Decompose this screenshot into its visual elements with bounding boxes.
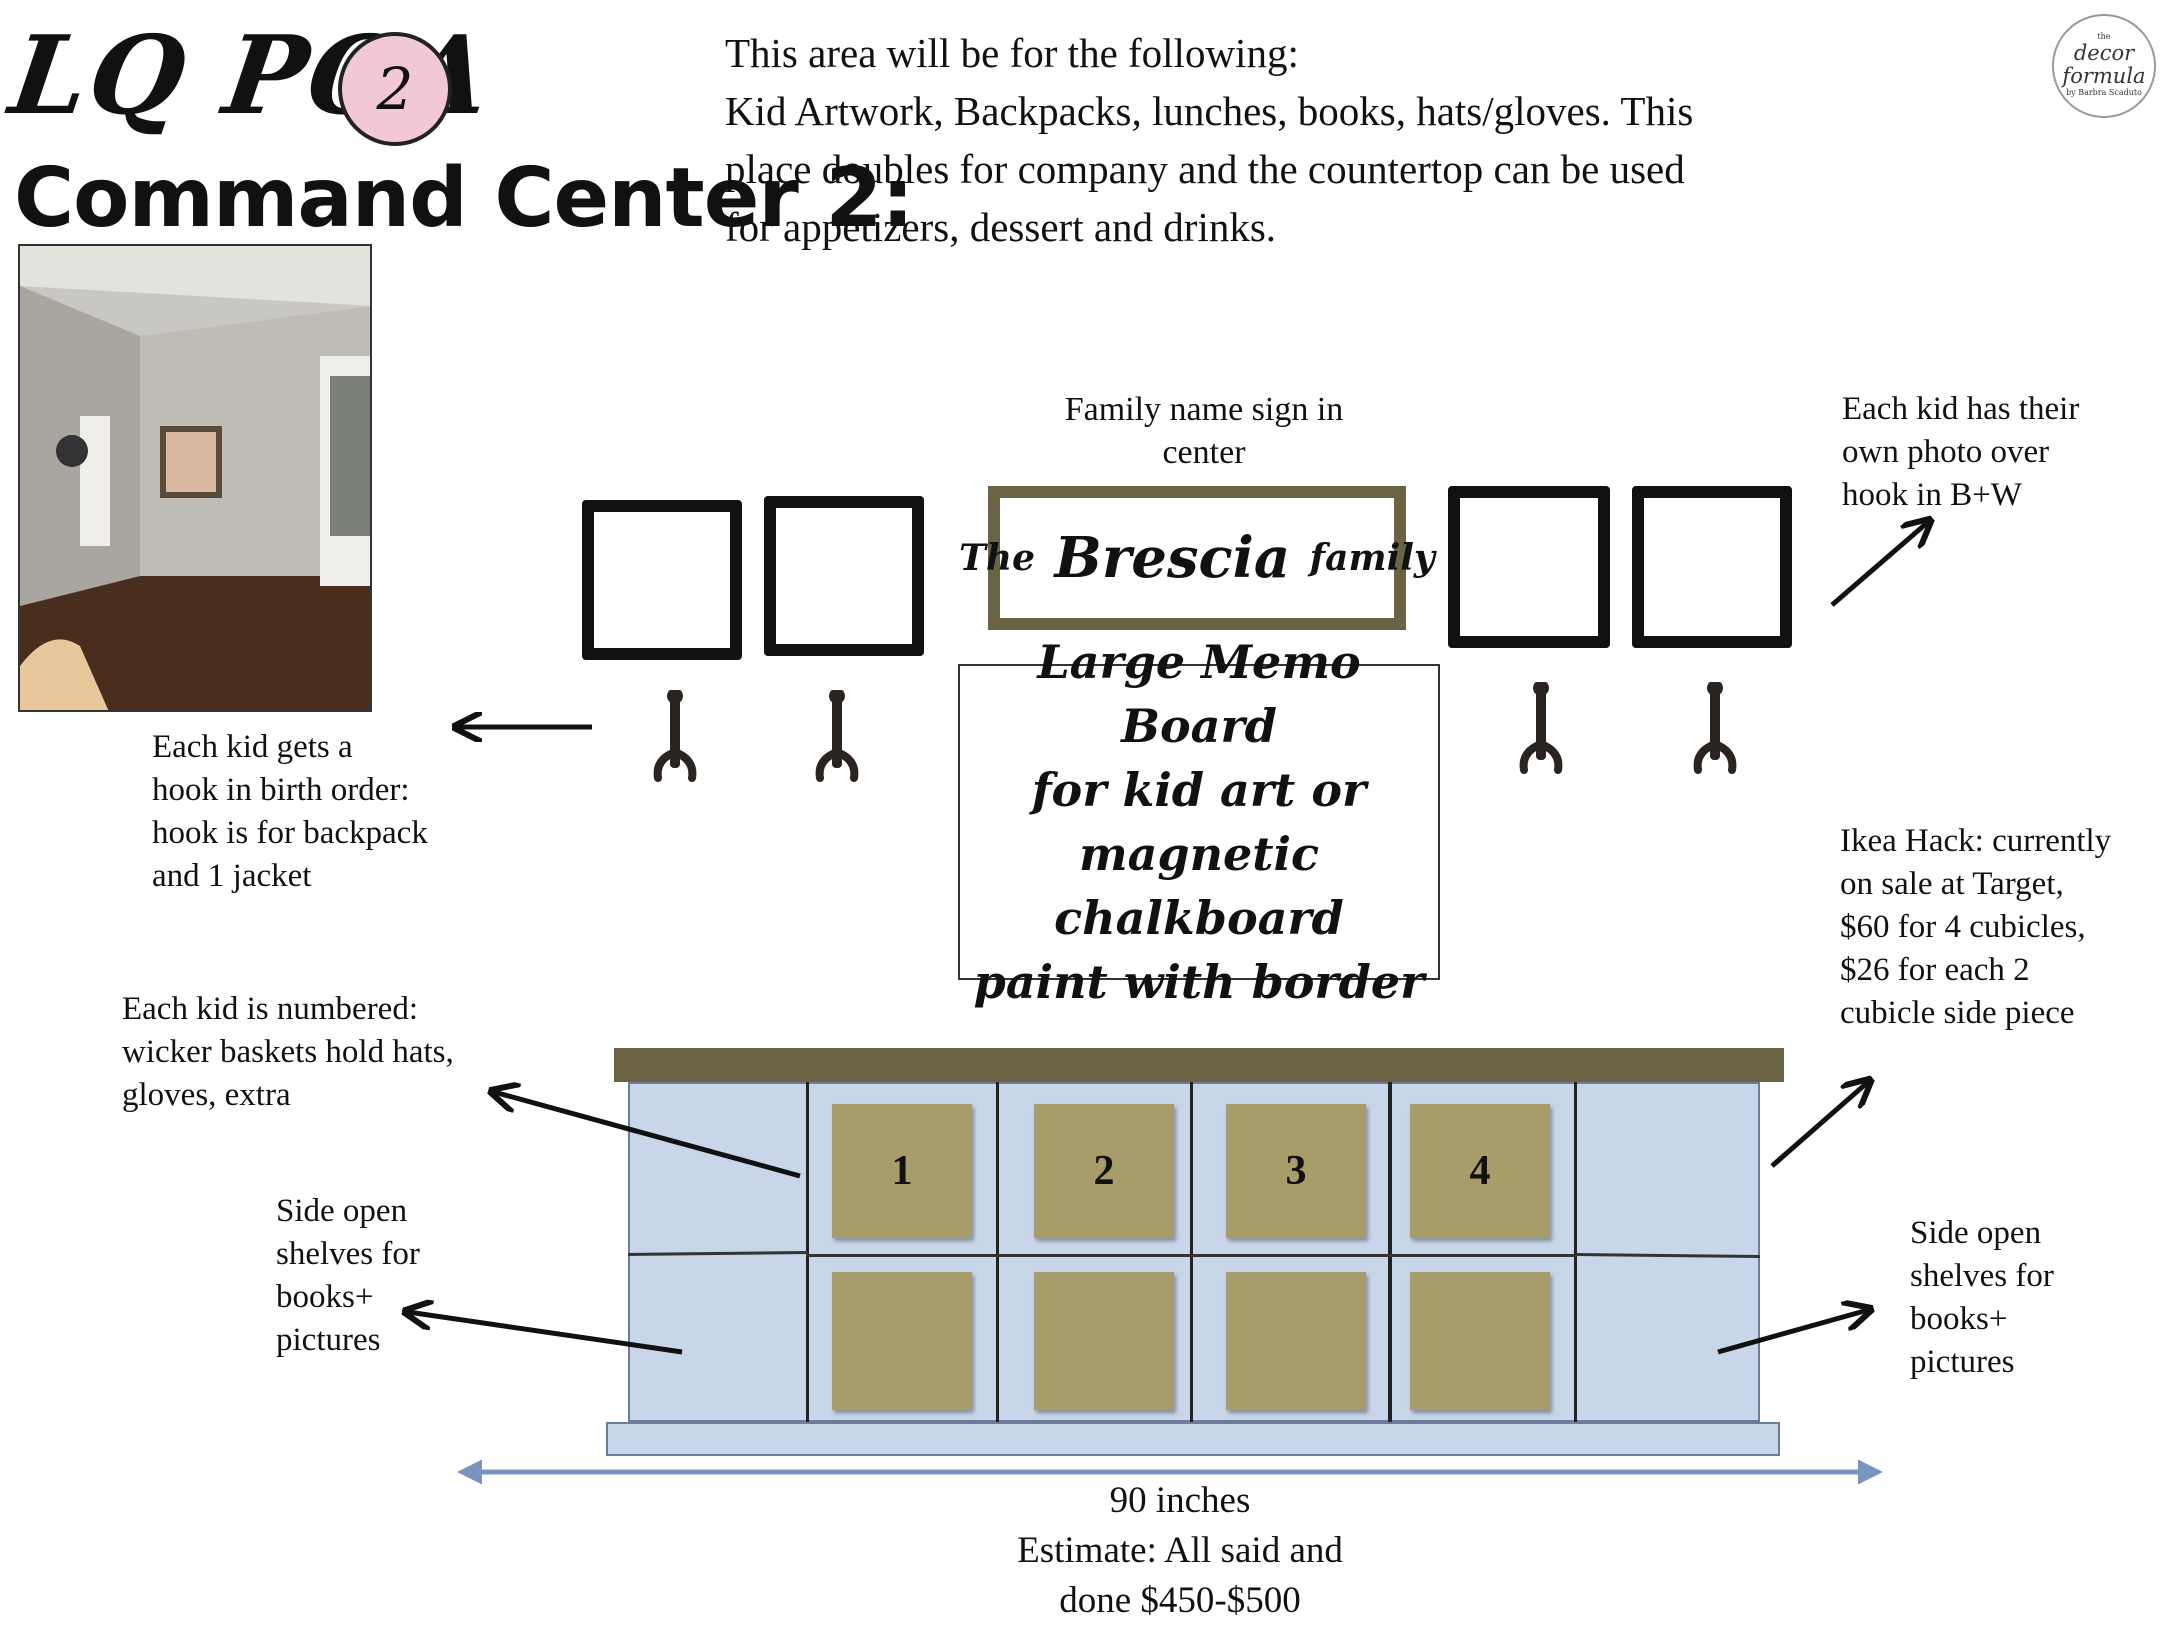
ikea-note: Ikea Hack: currently on sale at Target, … xyxy=(1840,820,2111,1035)
note-line: pictures xyxy=(1910,1344,2015,1380)
intro-line: This area will be for the following: xyxy=(725,30,1299,76)
intro-line: place doubles for company and the counte… xyxy=(725,146,1685,192)
memo-line: for kid art or xyxy=(1031,763,1367,817)
page-number-badge: 2 xyxy=(338,32,452,146)
arrow-to-left-shelf-note xyxy=(408,1312,683,1355)
wicker-basket xyxy=(1410,1272,1550,1410)
arrow-to-ikea-note xyxy=(1770,1082,1868,1168)
arrow-to-basket-note xyxy=(494,1092,801,1179)
note-line: own photo over xyxy=(1842,434,2050,470)
note-line: wicker baskets hold hats, xyxy=(122,1034,454,1070)
note-line: Ikea Hack: currently xyxy=(1840,823,2112,859)
cabinet-divider xyxy=(1190,1082,1193,1422)
wicker-basket-1: 1 xyxy=(832,1104,972,1238)
sign-caption-line: Family name sign in xyxy=(1064,391,1344,428)
room-photo-illustration xyxy=(20,246,370,710)
kid-photo-frame-4 xyxy=(1632,486,1792,648)
wicker-basket xyxy=(832,1272,972,1410)
note-line: hook is for backpack xyxy=(152,815,428,851)
note-line: Side open xyxy=(276,1193,408,1229)
sign-caption: Family name sign in center xyxy=(1004,388,1404,474)
wicker-basket-3: 3 xyxy=(1226,1104,1366,1238)
note-line: Each kid gets a xyxy=(152,729,353,765)
cabinet-divider xyxy=(1388,1082,1392,1422)
dimension-and-estimate: 90 inches Estimate: All said and done $4… xyxy=(800,1476,1560,1626)
wicker-basket-2: 2 xyxy=(1034,1104,1174,1238)
logo-decor: decor xyxy=(2073,41,2135,65)
hook-icon xyxy=(1519,682,1563,774)
cabinet-divider xyxy=(1574,1082,1577,1422)
family-name-sign: The Brescia family xyxy=(959,486,1435,630)
note-line: hook in B+W xyxy=(1842,477,2022,513)
note-line: shelves for xyxy=(1910,1258,2054,1294)
note-line: $60 for 4 cubicles, xyxy=(1840,909,2086,945)
photo-note: Each kid has their own photo over hook i… xyxy=(1842,388,2079,517)
kid-photo-frame-2 xyxy=(764,496,924,656)
note-line: Side open xyxy=(1910,1215,2042,1251)
sign-the: The xyxy=(959,537,1036,579)
hook-icon xyxy=(653,690,697,782)
logo-byline: by Barbra Scaduto xyxy=(2066,88,2142,97)
logo-formula: formula xyxy=(2062,64,2146,88)
arrow-to-photo-note xyxy=(1830,522,1928,607)
room-photo xyxy=(18,244,372,712)
hook-icon xyxy=(815,690,859,782)
arrow-to-right-shelf-note xyxy=(1717,1310,1868,1355)
countertop xyxy=(614,1048,1784,1082)
kid-photo-frame-1 xyxy=(582,500,742,660)
logo-the: the xyxy=(2097,32,2111,41)
dimension-label: 90 inches xyxy=(1109,1480,1251,1521)
memo-line: paint with border xyxy=(973,955,1425,1009)
memo-board: Large Memo Board for kid art or magnetic… xyxy=(958,635,1440,1009)
cabinet-divider xyxy=(996,1082,999,1422)
note-line: gloves, extra xyxy=(122,1077,291,1113)
hook-icon xyxy=(1693,682,1737,774)
note-line: pictures xyxy=(276,1322,381,1358)
wicker-basket xyxy=(1034,1272,1174,1410)
left-shelf-note: Side open shelves for books+ pictures xyxy=(276,1190,420,1362)
note-line: Each kid has their xyxy=(1842,391,2080,427)
note-line: hook in birth order: xyxy=(152,772,410,808)
shelf-line xyxy=(806,1254,1576,1257)
intro-text: This area will be for the following: Kid… xyxy=(725,24,2025,256)
decor-formula-logo: the decor formula by Barbra Scaduto xyxy=(2052,14,2156,118)
note-line: $26 for each 2 xyxy=(1840,952,2030,988)
estimate-line: Estimate: All said and xyxy=(1017,1530,1343,1571)
basket-note: Each kid is numbered: wicker baskets hol… xyxy=(122,988,454,1117)
note-line: books+ xyxy=(276,1279,374,1315)
note-line: and 1 jacket xyxy=(152,858,312,894)
note-line: Each kid is numbered: xyxy=(122,991,419,1027)
memo-line: magnetic chalkboard xyxy=(1054,827,1344,945)
intro-line: Kid Artwork, Backpacks, lunches, books, … xyxy=(725,88,1694,134)
cubby-cabinet xyxy=(628,1082,1760,1422)
sign-caption-line: center xyxy=(1162,434,1246,471)
intro-line: for appetizers, dessert and drinks. xyxy=(725,204,1277,250)
note-line: shelves for xyxy=(276,1236,420,1272)
cabinet-base xyxy=(606,1422,1780,1456)
wicker-basket xyxy=(1226,1272,1366,1410)
note-line: books+ xyxy=(1910,1301,2008,1337)
hook-note: Each kid gets a hook in birth order: hoo… xyxy=(152,726,428,898)
note-line: cubicle side piece xyxy=(1840,995,2075,1031)
sign-name: Brescia xyxy=(1054,525,1291,591)
wicker-basket-4: 4 xyxy=(1410,1104,1550,1238)
section-title: Command Center 2: xyxy=(14,151,914,246)
estimate-line: done $450-$500 xyxy=(1059,1580,1301,1621)
right-shelf-note: Side open shelves for books+ pictures xyxy=(1910,1212,2054,1384)
memo-line: Large Memo Board xyxy=(1037,635,1361,753)
sign-family: family xyxy=(1309,537,1435,579)
note-line: on sale at Target, xyxy=(1840,866,2064,902)
kid-photo-frame-3 xyxy=(1448,486,1610,648)
